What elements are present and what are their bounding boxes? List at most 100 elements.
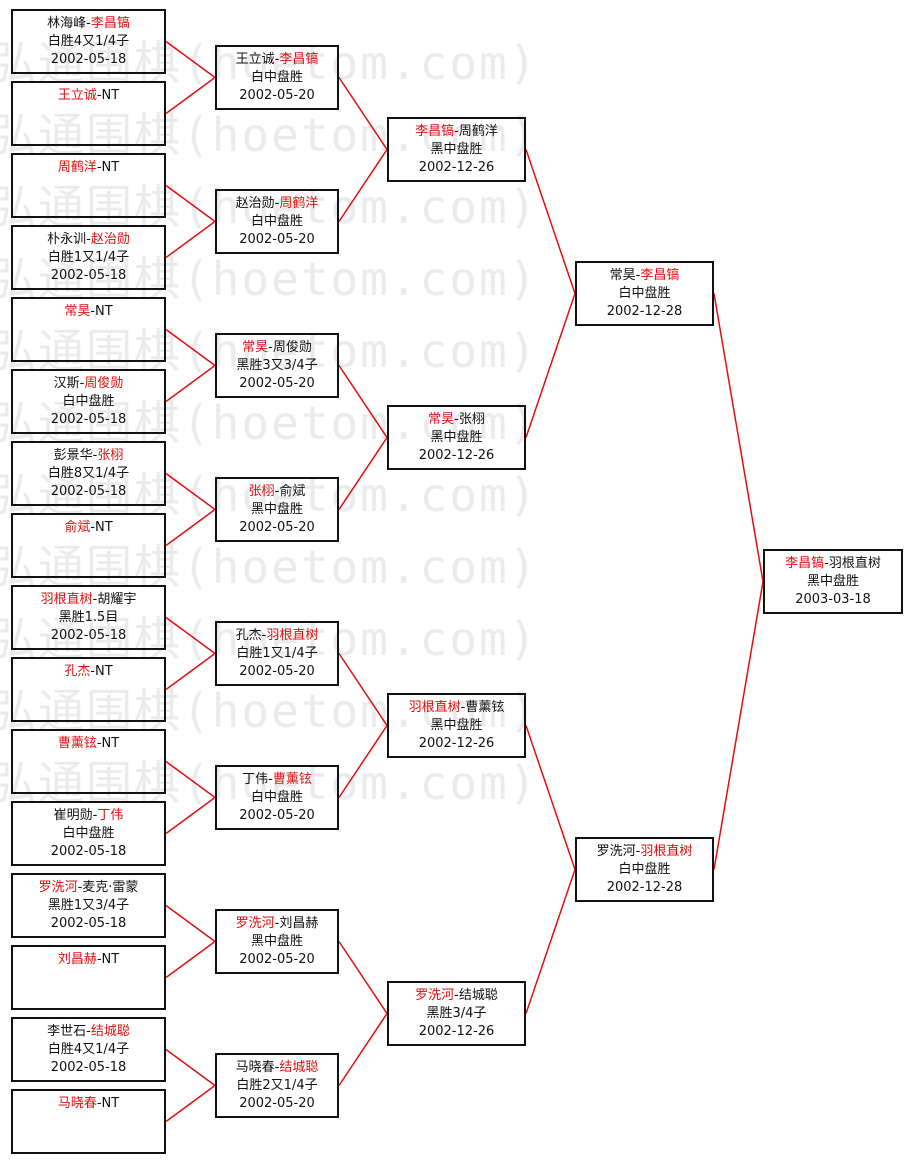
match-result: 白中盘胜	[618, 862, 671, 877]
connector-line	[338, 365, 388, 438]
match-date	[13, 771, 164, 789]
match-players: 常昊-张栩	[389, 411, 524, 429]
match-box: 常昊-NT	[11, 297, 166, 362]
match-players: 李昌镐-周鹤洋	[389, 123, 524, 141]
player-separator: -	[86, 232, 91, 247]
match-players: 彭景华-张栩	[13, 447, 164, 465]
player-separator: -	[268, 772, 273, 787]
connector-line	[338, 941, 388, 1014]
match-box: 俞斌-NT	[11, 513, 166, 578]
walkover-mark: -NT	[90, 304, 113, 319]
match-players: 刘昌赫-NT	[13, 951, 164, 969]
player-name: 汉斯	[53, 376, 80, 391]
player-separator: -	[454, 124, 459, 139]
match-players: 常昊-周俊勋	[217, 339, 337, 357]
match-result: 黑胜1.5目	[58, 610, 119, 625]
player-separator: -	[79, 376, 85, 391]
player-name: 赵治勋	[235, 196, 275, 211]
player-separator: -	[460, 700, 466, 715]
match-box: 刘昌赫-NT	[11, 945, 166, 1010]
match-date: 2002-05-18	[50, 484, 127, 499]
player-name: 羽根直树	[828, 556, 881, 571]
winner-name: 罗洗河	[415, 988, 455, 1003]
match-players: 崔明勋-丁伟	[13, 807, 164, 825]
winner-name: 丁伟	[97, 808, 124, 823]
match-date	[13, 699, 164, 717]
match-date: 2002-05-18	[50, 916, 127, 931]
match-result: 黑中盘胜	[430, 718, 483, 733]
connector-line	[713, 581, 764, 870]
winner-name: 李昌镐	[415, 124, 455, 139]
match-date: 2002-05-20	[239, 520, 315, 535]
match-date: 2002-05-18	[50, 268, 127, 283]
player-name: 胡耀宇	[97, 592, 137, 607]
match-date: 2002-05-20	[239, 664, 315, 679]
player-separator: -	[454, 988, 459, 1003]
match-players: 罗洗河-刘昌赫	[217, 915, 337, 933]
player-separator: -	[268, 340, 273, 355]
match-date: 2002-05-20	[239, 376, 315, 391]
match-date	[13, 123, 164, 141]
player-name: 罗洗河	[596, 844, 636, 859]
connector-line	[165, 1084, 216, 1123]
player-name: 麦克·雷蒙	[82, 880, 139, 895]
connector-line	[338, 725, 388, 798]
connector-line	[525, 869, 576, 1014]
connector-line	[165, 616, 216, 655]
winner-name: 张栩	[248, 484, 275, 499]
match-players: 曹薰铉-NT	[13, 735, 164, 753]
player-name: 马晓春	[235, 1060, 275, 1075]
match-box: 王立诚-NT	[11, 81, 166, 146]
winner-name: 常昊	[64, 304, 91, 319]
match-result: 白中盘胜	[250, 70, 303, 85]
match-date: 2002-12-26	[418, 1024, 495, 1039]
match-players: 马晓春-NT	[13, 1095, 164, 1113]
match-box: 孔杰-NT	[11, 657, 166, 722]
walkover-mark: -NT	[96, 952, 120, 967]
winner-name: 赵治勋	[90, 232, 130, 247]
match-result	[13, 105, 164, 123]
winner-name: 张栩	[97, 448, 124, 463]
winner-name: 罗洗河	[235, 916, 275, 931]
player-separator: -	[824, 556, 829, 571]
winner-name: 李昌镐	[279, 52, 319, 67]
connector-line	[165, 652, 216, 691]
match-result: 白胜8又1/4子	[47, 466, 130, 481]
match-date: 2002-05-18	[50, 1060, 127, 1075]
connector-line	[713, 293, 764, 582]
player-separator: -	[86, 1024, 91, 1039]
connector-line	[165, 184, 216, 223]
match-result: 白中盘胜	[250, 214, 303, 229]
match-result: 黑中盘胜	[430, 430, 483, 445]
winner-name: 刘昌赫	[57, 952, 97, 967]
match-box: 马晓春-NT	[11, 1089, 166, 1154]
match-result: 黑胜1又3/4子	[47, 898, 130, 913]
connector-line	[165, 76, 216, 115]
connector-line	[338, 1013, 388, 1086]
winner-name: 王立诚	[57, 88, 97, 103]
player-separator: -	[454, 412, 459, 427]
match-result	[13, 537, 164, 555]
match-players: 丁伟-曹薰铉	[217, 771, 337, 789]
connector-line	[165, 328, 216, 367]
match-players: 王立诚-李昌镐	[217, 51, 337, 69]
player-name: 朴永训	[47, 232, 87, 247]
walkover-mark: -NT	[96, 736, 120, 751]
match-players: 李世石-结城聪	[13, 1023, 164, 1041]
connector-line	[525, 725, 576, 870]
player-separator: -	[274, 916, 280, 931]
match-result: 白中盘胜	[250, 790, 303, 805]
match-result	[13, 1113, 164, 1131]
